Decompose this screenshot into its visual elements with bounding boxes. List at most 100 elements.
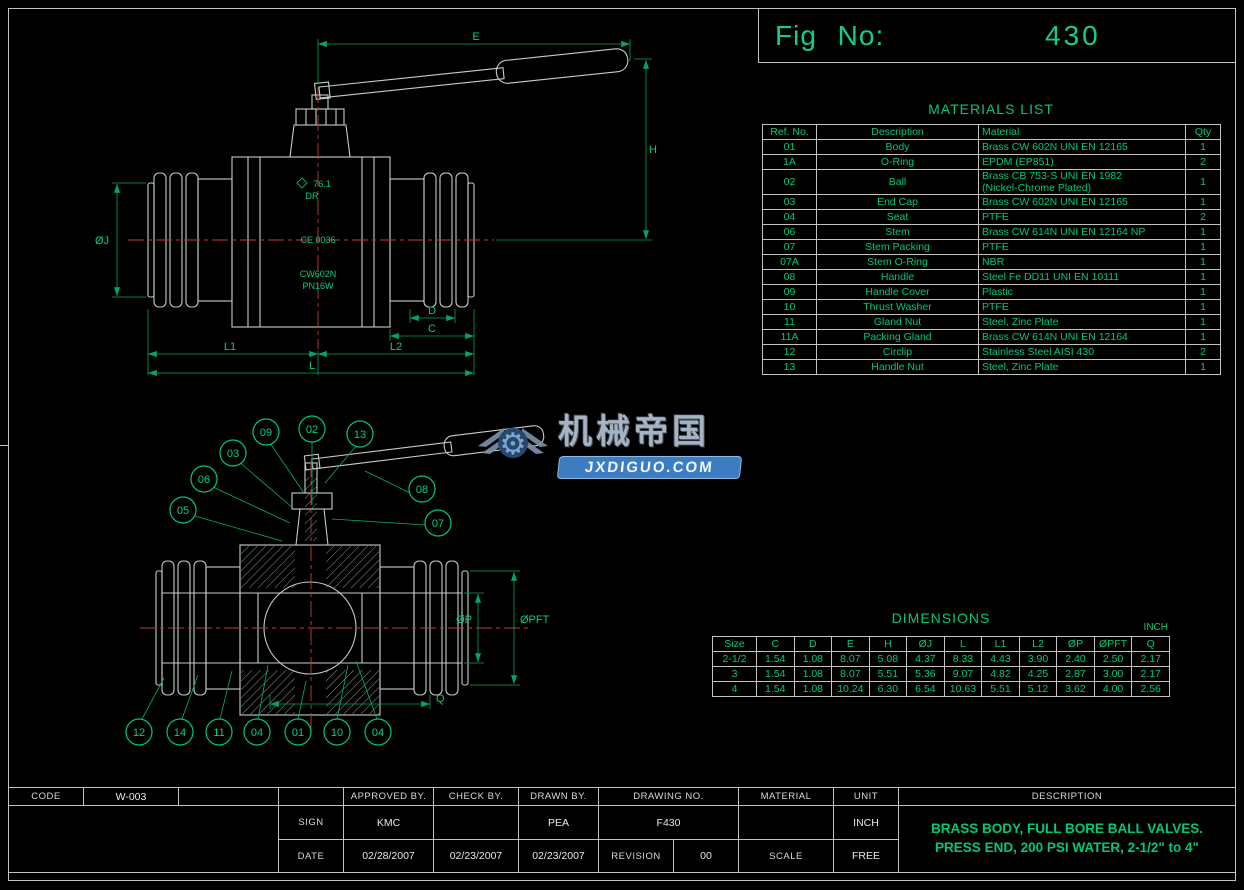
svg-text:13: 13 bbox=[354, 429, 366, 441]
drawn-by-label: DRAWN BY. bbox=[518, 787, 599, 806]
ref-cell: 01 bbox=[762, 139, 817, 155]
empty-cell bbox=[278, 787, 344, 806]
svg-text:01: 01 bbox=[292, 727, 304, 739]
desc-cell: Stem Packing bbox=[816, 239, 979, 256]
mat-cell: Stainless Steel AISI 430 bbox=[978, 344, 1186, 361]
svg-text:06: 06 bbox=[198, 474, 210, 486]
ref-cell: 13 bbox=[762, 359, 817, 376]
revision-value: 00 bbox=[673, 839, 739, 873]
dimension-lines bbox=[112, 39, 652, 377]
qty-cell: 1 bbox=[1185, 359, 1221, 376]
callout-balloon: 04 bbox=[243, 718, 271, 746]
desc-cell: Handle Cover bbox=[816, 284, 979, 301]
qty-cell: 1 bbox=[1185, 269, 1221, 286]
svg-text:⚙: ⚙ bbox=[500, 428, 527, 461]
description-value: BRASS BODY, FULL BORE BALL VALVES. PRESS… bbox=[898, 805, 1236, 873]
materials-header-row: Ref. No. Description Material Qty bbox=[762, 124, 1221, 140]
dimensions-cell: 2-1/2 bbox=[712, 651, 757, 667]
mat-cell: Brass CW 602N UNI EN 12165 bbox=[978, 194, 1186, 211]
ref-cell: 03 bbox=[762, 194, 817, 211]
description-label: DESCRIPTION bbox=[898, 787, 1236, 806]
dimensions-cell: 9.07 bbox=[943, 666, 983, 682]
dimensions-cell: 2.56 bbox=[1131, 681, 1170, 697]
dimensions-cell: 5.08 bbox=[868, 651, 908, 667]
dimensions-cell: 5.51 bbox=[981, 681, 1020, 697]
sheet-center-tick bbox=[0, 445, 9, 446]
callout-balloon: 07 bbox=[424, 509, 452, 537]
qty-cell: 1 bbox=[1185, 239, 1221, 256]
ref-cell: 08 bbox=[762, 269, 817, 286]
svg-text:04: 04 bbox=[372, 727, 384, 739]
callout-balloon: 12 bbox=[125, 718, 153, 746]
callout-balloon: 13 bbox=[346, 420, 374, 448]
revision-label: REVISION bbox=[598, 839, 674, 873]
callout-balloons: 03 09 02 13 06 05 08 07 12 14 11 04 01 1… bbox=[125, 415, 452, 746]
date-label: DATE bbox=[278, 839, 344, 873]
dim-label-h: H bbox=[649, 144, 657, 156]
dim-label-l2: L2 bbox=[390, 341, 402, 353]
callout-balloon: 11 bbox=[205, 718, 233, 746]
svg-text:11: 11 bbox=[213, 727, 224, 739]
ref-cell: 06 bbox=[762, 224, 817, 241]
ref-cell: 02 bbox=[762, 168, 817, 196]
materials-header-ref: Ref. No. bbox=[762, 124, 817, 140]
dimensions-cell: 3.62 bbox=[1056, 681, 1095, 697]
dimensions-cell: 2.40 bbox=[1056, 651, 1095, 667]
mat-cell: Brass CW 614N UNI EN 12164 NP bbox=[978, 224, 1186, 241]
materials-header-qty: Qty bbox=[1185, 124, 1221, 140]
approved-sign-value: KMC bbox=[343, 805, 434, 840]
callout-balloon: 08 bbox=[408, 475, 436, 503]
desc-cell: Handle bbox=[816, 269, 979, 286]
watermark-logo-icon: ⚙ bbox=[478, 427, 548, 461]
desc-cell: Stem bbox=[816, 224, 979, 241]
dimensions-cell: 2.17 bbox=[1131, 666, 1170, 682]
dimensions-cell: 1.54 bbox=[756, 651, 795, 667]
code-label: CODE bbox=[8, 787, 84, 806]
dimensions-cell: 2.17 bbox=[1131, 651, 1170, 667]
stamp-alloy: CW602N bbox=[300, 269, 337, 279]
qty-cell: 1 bbox=[1185, 139, 1221, 155]
callout-balloon: 02 bbox=[298, 415, 326, 443]
callout-balloon: 14 bbox=[166, 718, 194, 746]
desc-cell: O-Ring bbox=[816, 154, 979, 170]
materials-header-description: Description bbox=[816, 124, 979, 140]
centerlines bbox=[140, 461, 530, 733]
fig-no-value: 430 bbox=[1045, 19, 1101, 51]
dimensions-cell: 5.12 bbox=[1018, 681, 1058, 697]
approved-date-value: 02/28/2007 bbox=[343, 839, 434, 873]
ref-cell: 10 bbox=[762, 299, 817, 316]
ref-cell: 11 bbox=[762, 314, 817, 331]
title-block-sign-row: SIGN KMC PEA F430 INCH BRASS BODY, FULL … bbox=[8, 805, 1236, 873]
scale-label: SCALE bbox=[738, 839, 834, 873]
callout-balloon: 06 bbox=[190, 465, 218, 493]
desc-cell: Packing Gland bbox=[816, 329, 979, 346]
empty-cell bbox=[178, 787, 279, 806]
dim-label-j: ØJ bbox=[95, 235, 109, 247]
scale-value: FREE bbox=[833, 839, 899, 873]
dimension-lines bbox=[269, 570, 520, 709]
callout-balloon: 10 bbox=[323, 718, 351, 746]
qty-cell: 1 bbox=[1185, 224, 1221, 241]
dimensions-cell: 3.00 bbox=[1093, 666, 1133, 682]
mat-cell: PTFE bbox=[978, 209, 1186, 226]
mat-cell: PTFE bbox=[978, 299, 1186, 316]
dimensions-header-cell: L2 bbox=[1018, 636, 1058, 652]
ref-cell: 12 bbox=[762, 344, 817, 361]
qty-cell: 1 bbox=[1185, 168, 1221, 196]
dim-label-e: E bbox=[472, 31, 479, 43]
dimensions-cell: 6.54 bbox=[906, 681, 945, 697]
mat-cell: NBR bbox=[978, 254, 1186, 271]
watermark: ⚙ 机械帝国 JXDIGUO.COM bbox=[478, 404, 742, 479]
svg-text:07: 07 bbox=[432, 518, 444, 530]
dimensions-cell: 3.90 bbox=[1018, 651, 1058, 667]
handle-lever bbox=[303, 425, 545, 471]
